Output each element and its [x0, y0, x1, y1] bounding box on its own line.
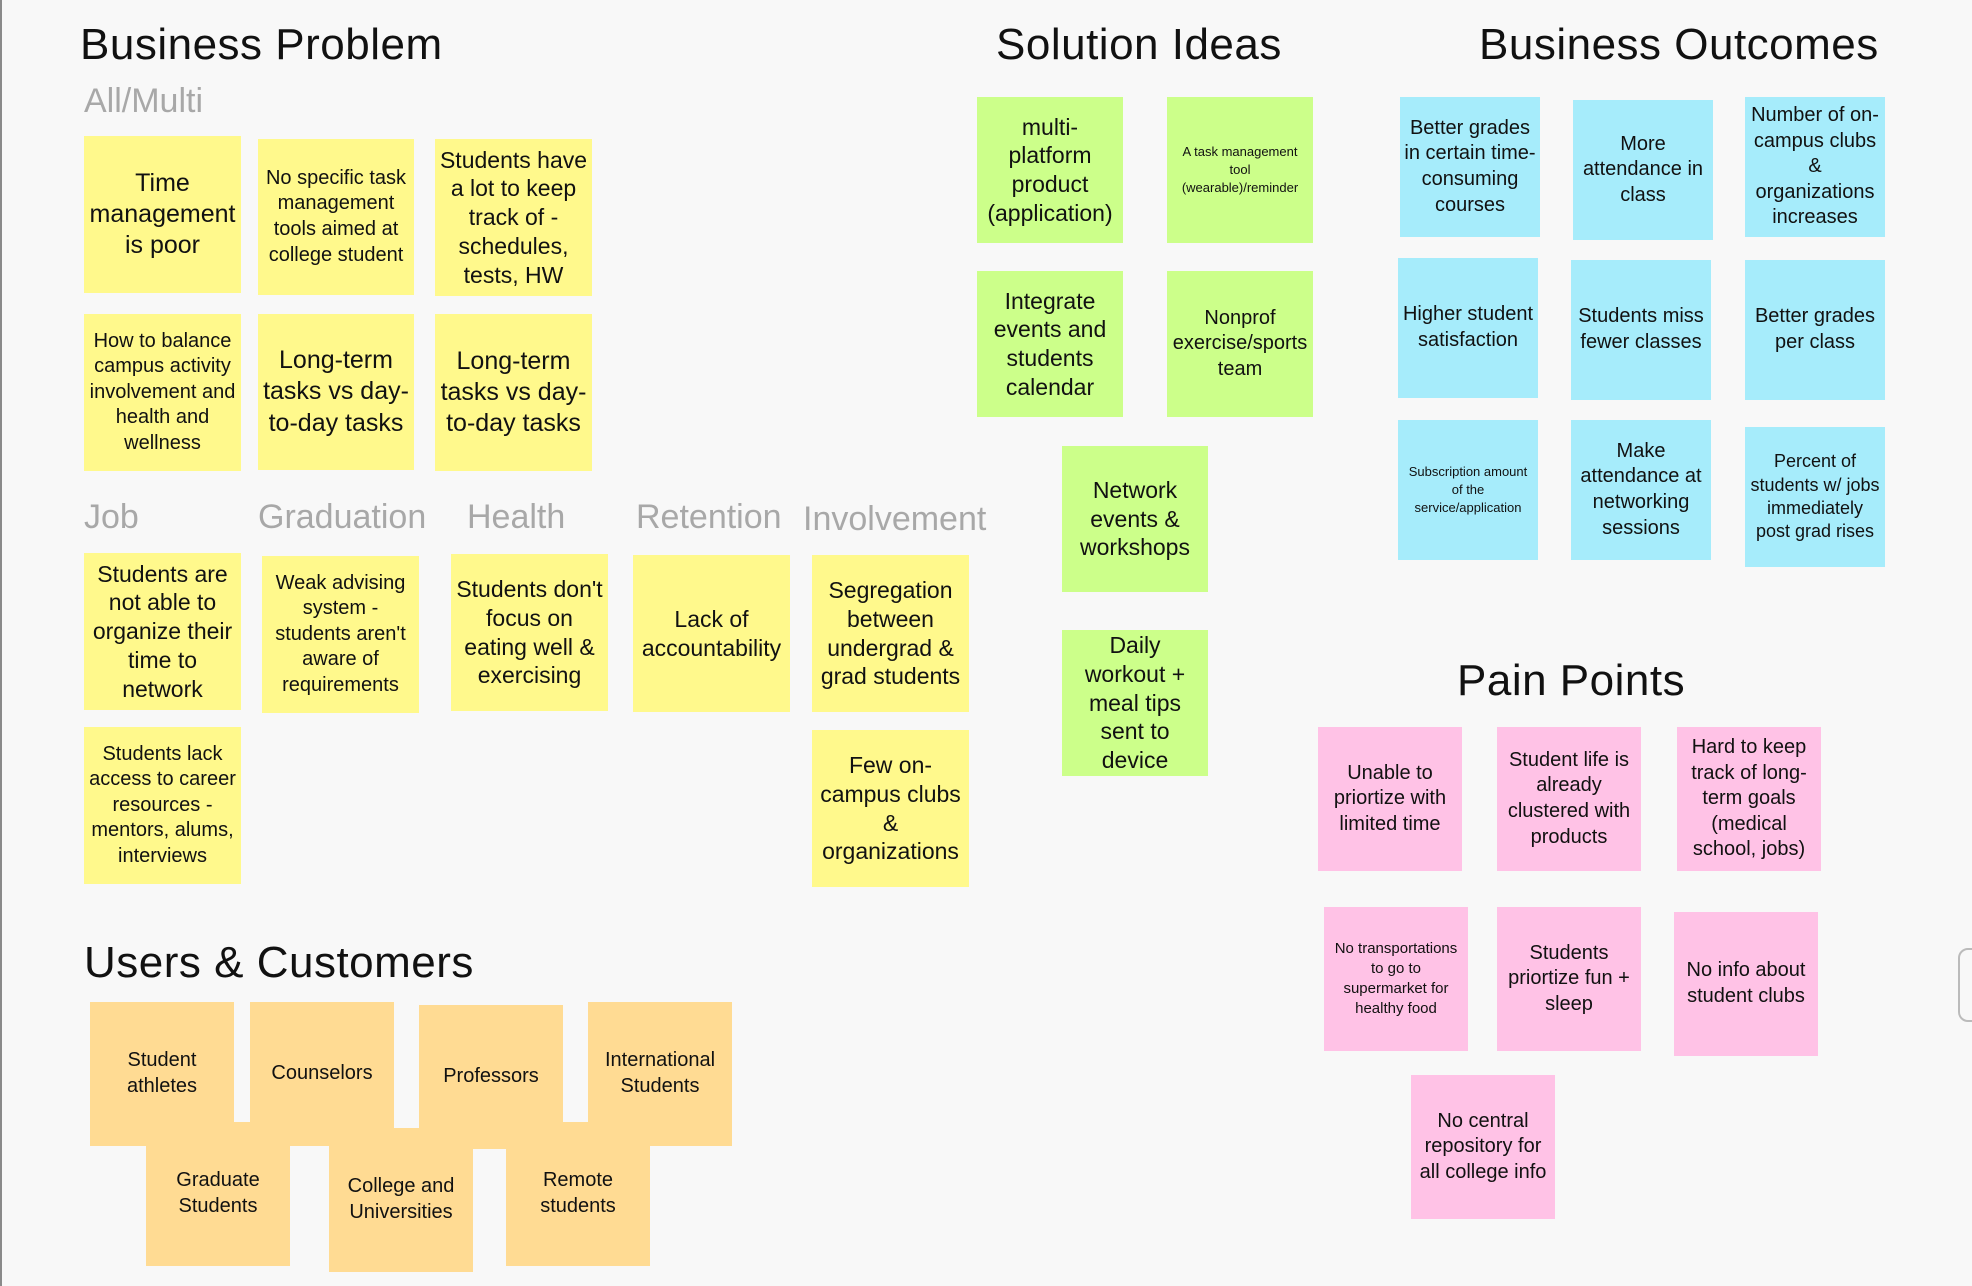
- sticky-note-outcome[interactable]: Higher student satisfaction: [1398, 258, 1538, 398]
- sticky-note-user[interactable]: Graduate Students: [146, 1122, 290, 1266]
- note-text: Make attendance at networking sessions: [1580, 439, 1702, 539]
- note-text: Students have a lot to keep track of - s…: [439, 146, 588, 288]
- sticky-note-outcome[interactable]: Number of on-campus clubs & organization…: [1745, 97, 1885, 237]
- sticky-note-solution[interactable]: Network events & workshops: [1062, 446, 1208, 592]
- note-text: Segregation between undergrad & grad stu…: [820, 577, 961, 690]
- sticky-note-outcome[interactable]: Percent of students w/ jobs immediately …: [1745, 427, 1885, 567]
- note-text: Hard to keep track of long-term goals (m…: [1691, 736, 1807, 861]
- sticky-note-problem[interactable]: No specific task management tools aimed …: [258, 139, 414, 295]
- section-title-users-customers: Users & Customers: [84, 938, 474, 987]
- note-text: Student athletes: [126, 1049, 198, 1097]
- sticky-note-pain-point[interactable]: Hard to keep track of long-term goals (m…: [1677, 727, 1821, 871]
- note-text: No specific task management tools aimed …: [265, 166, 407, 266]
- note-text: Better grades in certain time-consuming …: [1404, 116, 1536, 216]
- group-label-involvement: Involvement: [803, 500, 987, 538]
- note-text: Number of on-campus clubs & organization…: [1751, 104, 1879, 229]
- sticky-note-problem[interactable]: Students have a lot to keep track of - s…: [435, 139, 592, 296]
- sticky-note-involvement[interactable]: Segregation between undergrad & grad stu…: [812, 555, 969, 712]
- note-text: Students priortize fun + sleep: [1508, 941, 1630, 1015]
- note-text: Student life is already clustered with p…: [1507, 748, 1631, 848]
- note-text: Students don't focus on eating well & ex…: [456, 576, 603, 689]
- note-text: Time management is poor: [89, 168, 236, 260]
- sticky-note-outcome[interactable]: Better grades in certain time-consuming …: [1400, 97, 1540, 237]
- note-text: Daily workout + meal tips sent to device: [1084, 632, 1186, 774]
- group-label-all-multi: All/Multi: [84, 82, 204, 120]
- sticky-note-outcome[interactable]: More attendance in class: [1573, 100, 1713, 240]
- sticky-note-job[interactable]: Students are not able to organize their …: [84, 553, 241, 710]
- note-text: Students are not able to organize their …: [92, 560, 233, 702]
- section-title-business-outcomes: Business Outcomes: [1479, 20, 1879, 69]
- note-text: Long-term tasks vs day-to-day tasks: [440, 346, 587, 438]
- note-text: Professors: [443, 1065, 539, 1088]
- sticky-note-solution[interactable]: multi-platform product (application): [977, 97, 1123, 243]
- group-label-job: Job: [84, 498, 139, 536]
- note-text: Nonprof exercise/sports team: [1172, 306, 1308, 380]
- sticky-note-problem[interactable]: Time management is poor: [84, 136, 241, 293]
- note-text: No central repository for all college in…: [1419, 1109, 1547, 1183]
- note-text: International Students: [604, 1049, 716, 1097]
- sticky-note-pain-point[interactable]: No transportations to go to supermarket …: [1324, 907, 1468, 1051]
- note-text: Subscription amount of the service/appli…: [1408, 463, 1528, 516]
- sticky-note-outcome[interactable]: Subscription amount of the service/appli…: [1398, 420, 1538, 560]
- sticky-note-retention[interactable]: Lack of accountability: [633, 555, 790, 712]
- sticky-note-outcome[interactable]: Make attendance at networking sessions: [1571, 420, 1711, 560]
- sticky-note-user[interactable]: College and Universities: [329, 1128, 473, 1272]
- note-text: Long-term tasks vs day-to-day tasks: [263, 346, 409, 437]
- note-text: Students miss fewer classes: [1578, 305, 1704, 353]
- note-text: How to balance campus activity involveme…: [89, 329, 236, 454]
- note-text: No transportations to go to supermarket …: [1334, 939, 1458, 1018]
- canvas-left-border: [0, 0, 2, 1286]
- sticky-note-outcome[interactable]: Better grades per class: [1745, 260, 1885, 400]
- note-text: multi-platform product (application): [987, 113, 1113, 226]
- sticky-note-pain-point[interactable]: No info about student clubs: [1674, 912, 1818, 1056]
- sticky-note-pain-point[interactable]: Unable to priortize with limited time: [1318, 727, 1462, 871]
- sticky-note-problem[interactable]: Long-term tasks vs day-to-day tasks: [435, 314, 592, 471]
- note-text: No info about student clubs: [1686, 959, 1806, 1007]
- note-text: Graduate Students: [176, 1169, 260, 1217]
- sticky-note-problem[interactable]: Long-term tasks vs day-to-day tasks: [258, 314, 414, 470]
- section-title-pain-points: Pain Points: [1457, 656, 1686, 705]
- note-text: Unable to priortize with limited time: [1333, 761, 1447, 835]
- sticky-note-graduation[interactable]: Weak advising system - students aren't a…: [262, 556, 419, 713]
- note-text: A task management tool (wearable)/remind…: [1181, 143, 1299, 196]
- note-text: Few on-campus clubs & organizations: [820, 752, 961, 865]
- note-text: College and Universities: [347, 1175, 455, 1223]
- sticky-note-outcome[interactable]: Students miss fewer classes: [1571, 260, 1711, 400]
- sticky-note-involvement[interactable]: Few on-campus clubs & organizations: [812, 730, 969, 887]
- sticky-note-pain-point[interactable]: No central repository for all college in…: [1411, 1075, 1555, 1219]
- note-text: Remote students: [540, 1169, 616, 1217]
- sticky-note-job[interactable]: Students lack access to career resources…: [84, 727, 241, 884]
- note-text: Weak advising system - students aren't a…: [275, 571, 406, 696]
- note-text: Students lack access to career resources…: [89, 742, 236, 867]
- note-text: Counselors: [271, 1062, 373, 1085]
- sticky-note-solution[interactable]: Nonprof exercise/sports team: [1167, 271, 1313, 417]
- note-text: Integrate events and students calendar: [993, 287, 1107, 400]
- scroll-handle[interactable]: [1958, 948, 1972, 1022]
- sticky-note-health[interactable]: Students don't focus on eating well & ex…: [451, 554, 608, 711]
- note-text: Lack of accountability: [641, 605, 782, 661]
- section-title-business-problem: Business Problem: [80, 20, 443, 69]
- sticky-note-pain-point[interactable]: Students priortize fun + sleep: [1497, 907, 1641, 1051]
- sticky-note-solution[interactable]: A task management tool (wearable)/remind…: [1167, 97, 1313, 243]
- group-label-retention: Retention: [636, 498, 782, 536]
- sticky-note-user[interactable]: Remote students: [506, 1122, 650, 1266]
- sticky-note-problem[interactable]: How to balance campus activity involveme…: [84, 314, 241, 471]
- section-title-solution-ideas: Solution Ideas: [996, 20, 1282, 69]
- note-text: More attendance in class: [1582, 132, 1704, 206]
- note-text: Percent of students w/ jobs immediately …: [1750, 451, 1880, 542]
- sticky-note-solution[interactable]: Integrate events and students calendar: [977, 271, 1123, 417]
- sticky-note-solution[interactable]: Daily workout + meal tips sent to device: [1062, 630, 1208, 776]
- note-text: Better grades per class: [1754, 305, 1876, 353]
- group-label-health: Health: [467, 498, 566, 536]
- sticky-note-user[interactable]: Counselors: [250, 1002, 394, 1146]
- note-text: Higher student satisfaction: [1402, 303, 1534, 351]
- note-text: Network events & workshops: [1080, 476, 1190, 561]
- sticky-note-pain-point[interactable]: Student life is already clustered with p…: [1497, 727, 1641, 871]
- group-label-graduation: Graduation: [258, 498, 427, 536]
